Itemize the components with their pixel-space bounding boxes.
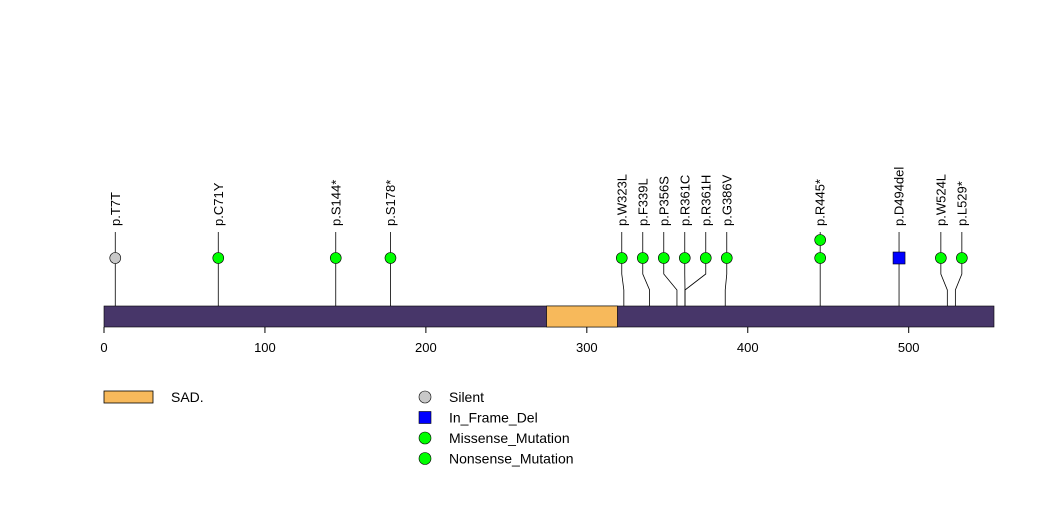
legend-domain-swatch bbox=[103, 390, 154, 404]
mutation-label: p.G386V bbox=[719, 174, 734, 226]
mutation-labels: p.T7T p.C71Y p.S144* p.S178* p.W323L p.F339L p… bbox=[108, 167, 970, 226]
legend-marker-circle bbox=[418, 390, 432, 404]
axis-tick-label: 500 bbox=[898, 340, 920, 355]
legend-type-label: In_Frame_Del bbox=[449, 410, 538, 426]
mutation-label: p.S144* bbox=[328, 180, 343, 226]
mutation-marker bbox=[329, 252, 342, 264]
mutation-marker bbox=[636, 252, 649, 264]
mutation-label: p.F339L bbox=[635, 178, 650, 226]
axis-tick-label: 100 bbox=[254, 340, 276, 355]
mutation-label: p.D494del bbox=[892, 167, 907, 226]
legend-type-label: Nonsense_Mutation bbox=[449, 451, 574, 467]
mutation-marker bbox=[814, 252, 826, 264]
axis-tick-label: 300 bbox=[576, 340, 598, 355]
legend-type-label: Silent bbox=[449, 389, 484, 405]
protein-track bbox=[103, 305, 995, 328]
mutation-label: p.W323L bbox=[614, 174, 629, 226]
mutation-marker bbox=[657, 252, 670, 264]
mutation-marker bbox=[935, 252, 947, 264]
mutation-label: p.P356S bbox=[656, 176, 671, 226]
axis-tick-label: 0 bbox=[100, 340, 107, 355]
legend-type-label: Missense_Mutation bbox=[449, 430, 570, 446]
legend-domain-label: SAD. bbox=[171, 389, 204, 405]
mutation-label: p.T7T bbox=[108, 192, 123, 226]
domain-region bbox=[546, 305, 618, 328]
mutation-label: p.R445* bbox=[813, 179, 828, 226]
mutation-marker bbox=[678, 252, 691, 264]
legend-marker-circle bbox=[418, 452, 432, 465]
mutation-label: p.L529* bbox=[954, 181, 969, 226]
mutation-label: p.C71Y bbox=[211, 182, 226, 226]
mutation-marker bbox=[720, 252, 733, 264]
mutation-marker bbox=[814, 234, 826, 246]
axis-tick-label: 400 bbox=[737, 340, 759, 355]
mutation-marker bbox=[699, 252, 712, 264]
mutation-label: p.S178* bbox=[383, 180, 398, 226]
mutation-marker bbox=[892, 251, 906, 265]
legend-marker-square bbox=[418, 411, 432, 424]
mutation-marker bbox=[956, 252, 968, 264]
mutation-label: p.R361H bbox=[698, 175, 713, 226]
x-axis: 0 100 200 300 400 500 bbox=[100, 327, 920, 355]
mutation-marker bbox=[109, 252, 122, 264]
mutation-marker bbox=[384, 252, 397, 264]
mutation-marker bbox=[615, 252, 628, 264]
mutation-markers bbox=[109, 234, 968, 265]
legend: SAD. SilentIn_Frame_DelMissense_MutationN… bbox=[103, 389, 574, 467]
legend-marker-circle bbox=[418, 431, 432, 445]
mutation-marker bbox=[212, 252, 225, 264]
mutation-label: p.W524L bbox=[933, 174, 948, 226]
mutation-label: p.R361C bbox=[677, 175, 692, 226]
axis-tick-label: 200 bbox=[415, 340, 437, 355]
